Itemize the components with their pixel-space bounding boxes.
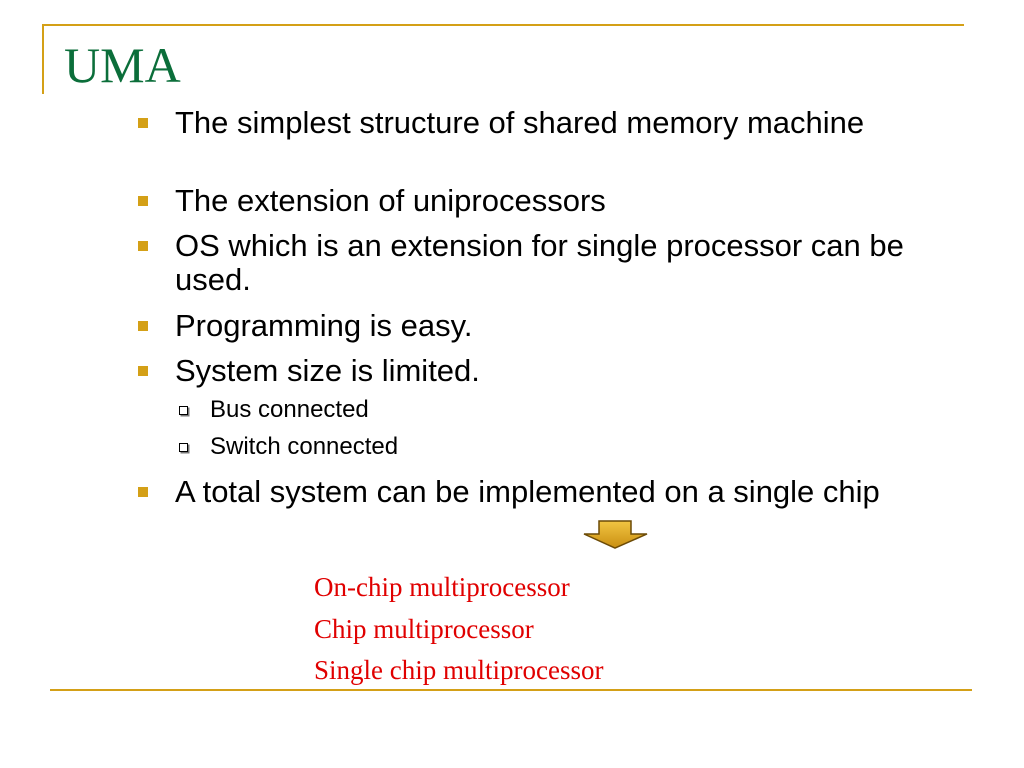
frame-top-line — [42, 24, 964, 26]
bullet-item: OS which is an extension for single proc… — [175, 228, 904, 297]
bullet-marker-icon — [138, 241, 148, 251]
down-arrow-icon — [583, 520, 648, 549]
sub-bullet-marker-icon — [179, 406, 188, 415]
frame-bottom-line — [50, 689, 972, 691]
result-term: Single chip multiprocessor — [314, 655, 604, 685]
bullet-marker-icon — [138, 196, 148, 206]
result-term: Chip multiprocessor — [314, 614, 534, 644]
bullet-marker-icon — [138, 487, 148, 497]
bullet-marker-icon — [138, 321, 148, 331]
bullet-marker-icon — [138, 366, 148, 376]
sub-bullet-marker-icon — [179, 443, 188, 452]
bullet-marker-icon — [138, 118, 148, 128]
bullet-item: System size is limited. — [175, 353, 480, 388]
sub-bullet-item: Switch connected — [210, 433, 399, 460]
frame-left-line — [42, 24, 44, 94]
bullet-item: The simplest structure of shared memory … — [175, 105, 865, 140]
slide-title: UMA — [64, 37, 181, 93]
result-term: On-chip multiprocessor — [314, 572, 570, 602]
sub-bullet-item: Bus connected — [210, 396, 369, 423]
bullet-item: A total system can be implemented on a s… — [175, 474, 880, 509]
bullet-item: Programming is easy. — [175, 308, 473, 343]
bullet-item: The extension of uniprocessors — [175, 183, 606, 218]
